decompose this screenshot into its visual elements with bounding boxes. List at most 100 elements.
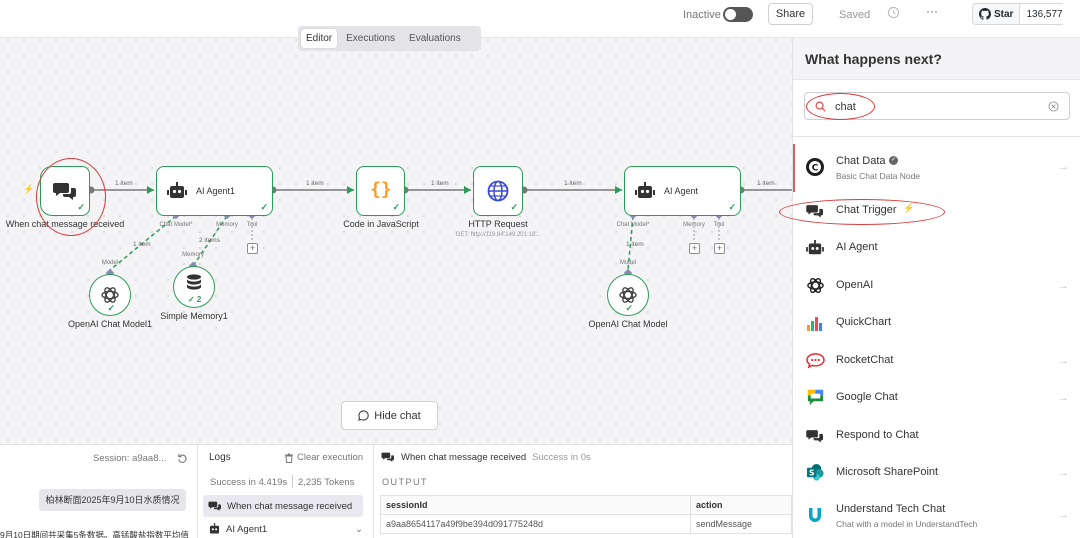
edge-label: 1 item (626, 241, 644, 248)
node-http-sublabel: GET: http://119.84.149.201:18... (455, 232, 541, 238)
node-http-label: HTTP Request (468, 219, 528, 229)
node-ai-agent1-title: AI Agent1 (196, 186, 236, 196)
add-memory-button[interactable]: + (689, 243, 700, 254)
node-openai-model[interactable]: ✓ (607, 274, 649, 316)
chevron-down-icon[interactable]: ⌄ (355, 523, 363, 535)
output-label: OUTPUT (382, 477, 428, 487)
result-subtitle: Chat with a model in UnderstandTech (836, 519, 978, 529)
result-item-quickchart[interactable]: QuickChart (793, 304, 1080, 341)
node-openai-model1-label: OpenAI Chat Model1 (67, 319, 153, 329)
edge-label: 1 item (306, 180, 324, 187)
tab-executions[interactable]: Executions (346, 33, 396, 44)
tab-editor[interactable]: Editor (301, 29, 338, 48)
edge-label: 1 item (133, 241, 151, 248)
node-simple-memory[interactable]: ✓ 2 (173, 266, 215, 308)
result-title: OpenAI (836, 279, 874, 291)
svg-text:C: C (812, 163, 819, 173)
arrow-right-icon: → (1058, 160, 1069, 173)
openai-icon (805, 276, 825, 296)
port-chat-model-label: Chat Model* (159, 222, 193, 228)
understandtech-icon (805, 505, 825, 525)
node-openai-model1[interactable]: ✓ (89, 274, 131, 316)
result-title: Respond to Chat (836, 429, 919, 441)
result-item-ai-agent[interactable]: AI Agent (793, 229, 1080, 266)
output-status: Success in 0s (532, 451, 591, 463)
result-title: QuickChart (836, 316, 892, 328)
log-item-chat-trigger[interactable]: When chat message received (203, 495, 363, 517)
workflow-canvas[interactable]: ⚡ ✓ When chat message received AI Agent1… (0, 0, 792, 444)
chat-data-icon: C (805, 157, 825, 177)
google-chat-icon (805, 388, 825, 408)
arrow-agent1 (147, 186, 154, 194)
log-item-label: When chat message received (227, 500, 353, 512)
arrow-right-icon: → (1058, 508, 1069, 521)
history-icon[interactable] (887, 6, 900, 19)
active-toggle[interactable] (723, 7, 753, 22)
github-star-button[interactable]: Star (973, 4, 1021, 24)
github-star-widget[interactable]: Star 136,577 (972, 3, 1069, 25)
robot-icon (209, 523, 220, 534)
arrow-right-icon: → (1058, 391, 1069, 404)
logs-summary-time: Success in 4.419s (210, 477, 288, 488)
result-item-respond-to-chat[interactable]: Respond to Chat (793, 417, 1080, 454)
result-subtitle: Basic Chat Data Node (836, 171, 921, 181)
wire-model2 (627, 215, 634, 271)
node-code[interactable]: {} ✓ (356, 166, 405, 216)
github-star-label: Star (994, 8, 1014, 20)
table-header-row: sessionId action (380, 495, 792, 515)
node-code-label: Code in JavaScript (343, 219, 419, 229)
annotation-circle (779, 199, 945, 225)
add-tool-button[interactable]: + (714, 243, 725, 254)
result-title: Understand Tech Chat (836, 503, 946, 515)
log-item-label: AI Agent1 (226, 523, 268, 535)
clear-execution-button[interactable]: Clear execution (284, 452, 363, 463)
node-search-input[interactable] (835, 98, 1035, 115)
result-title: Microsoft SharePoint (836, 466, 939, 478)
logs-title: Logs (209, 452, 231, 463)
edge-label: 1 item (431, 180, 449, 187)
result-title: Google Chat (836, 391, 898, 403)
reset-session-icon[interactable] (177, 453, 188, 464)
openai-icon (619, 287, 637, 303)
log-item-ai-agent1[interactable]: AI Agent1 ⌄ (208, 523, 363, 535)
trigger-bolt-icon: ⚡ (23, 184, 35, 194)
wire-model1 (109, 215, 177, 271)
result-item-rocketchat[interactable]: RocketChat→ (793, 342, 1080, 379)
annotation-circle (806, 93, 875, 120)
node-ai-agent[interactable]: AI Agent ✓ (624, 166, 741, 216)
hide-chat-label: Hide chat (374, 409, 421, 422)
database-icon (187, 274, 201, 290)
node-http-request[interactable]: ✓ (473, 166, 523, 216)
edge-label: 1 item (757, 180, 775, 187)
summary-divider (292, 475, 293, 488)
more-options-icon[interactable]: ··· (926, 4, 938, 18)
robot-icon (805, 238, 825, 258)
arrow-right-icon: → (1058, 279, 1069, 292)
result-title: Chat Data (836, 155, 886, 167)
port-chat-model-label: Chat Model* (616, 222, 650, 228)
output-pane: When chat message received Success in 0s… (374, 445, 792, 538)
add-tool-button[interactable]: + (247, 243, 258, 254)
chat-bubbles-icon (805, 426, 825, 446)
result-title: RocketChat (836, 354, 894, 366)
success-check-icon: ✓ (728, 202, 736, 212)
success-check-icon: ✓ (625, 303, 633, 313)
view-tabs: Editor Executions Evaluations (298, 26, 481, 51)
arrow-http (464, 186, 471, 194)
success-check-icon: ✓ (392, 202, 400, 212)
share-button[interactable]: Share (768, 3, 813, 25)
tab-evaluations[interactable]: Evaluations (409, 33, 461, 44)
result-item-google-chat[interactable]: Google Chat → (793, 379, 1080, 416)
github-star-count[interactable]: 136,577 (1020, 4, 1069, 24)
robot-icon (635, 182, 655, 198)
hide-chat-button[interactable]: Hide chat (341, 401, 438, 430)
node-ai-agent1[interactable]: AI Agent1 ✓ (156, 166, 273, 216)
result-title: AI Agent (836, 241, 878, 253)
clear-search-icon[interactable] (1048, 101, 1059, 112)
result-item-openai[interactable]: OpenAI → (793, 267, 1080, 304)
arrow-code (347, 186, 354, 194)
